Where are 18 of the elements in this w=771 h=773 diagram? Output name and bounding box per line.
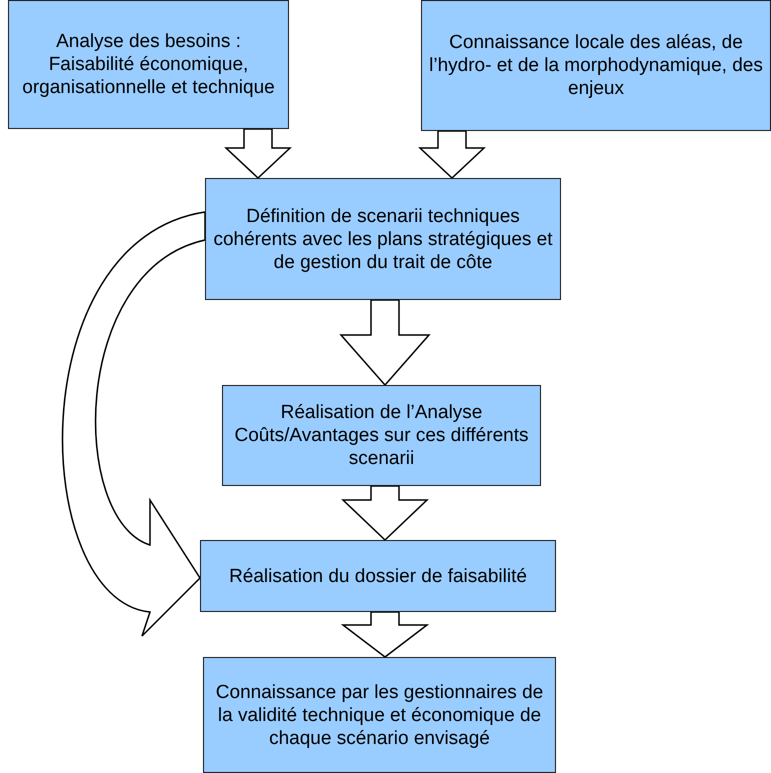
process-box (222, 385, 541, 486)
process-box (205, 178, 561, 300)
block-arrow (224, 128, 292, 180)
process-box (421, 0, 771, 131)
block-arrow (418, 130, 486, 180)
box-text: Définition de scenarii techniques cohérents avec les plans stratégiques et de gestion du trait de côte (212, 204, 554, 274)
process-box (8, 0, 289, 129)
process-box (200, 540, 556, 612)
box-text: Réalisation du dossier de faisabilité (229, 564, 527, 588)
box-text: Analyse des besoins : Faisabilité économique, organisationnelle et technique (21, 30, 276, 99)
block-arrow (340, 611, 430, 658)
process-box (203, 657, 556, 773)
box-text: Connaissance par les gestionnaires de la validité technique et économique de chaque scénario envisagé (214, 680, 544, 750)
block-arrow (341, 485, 429, 542)
box-text: Réalisation de l’Analyse Coûts/Avantages sur ces différents scenarii (234, 401, 530, 470)
block-arrow (62, 211, 206, 637)
box-text: Connaissance locale des aléas, de l’hydro- et de la morphodynamique, des enjeux (428, 31, 764, 100)
block-arrow (339, 299, 431, 386)
